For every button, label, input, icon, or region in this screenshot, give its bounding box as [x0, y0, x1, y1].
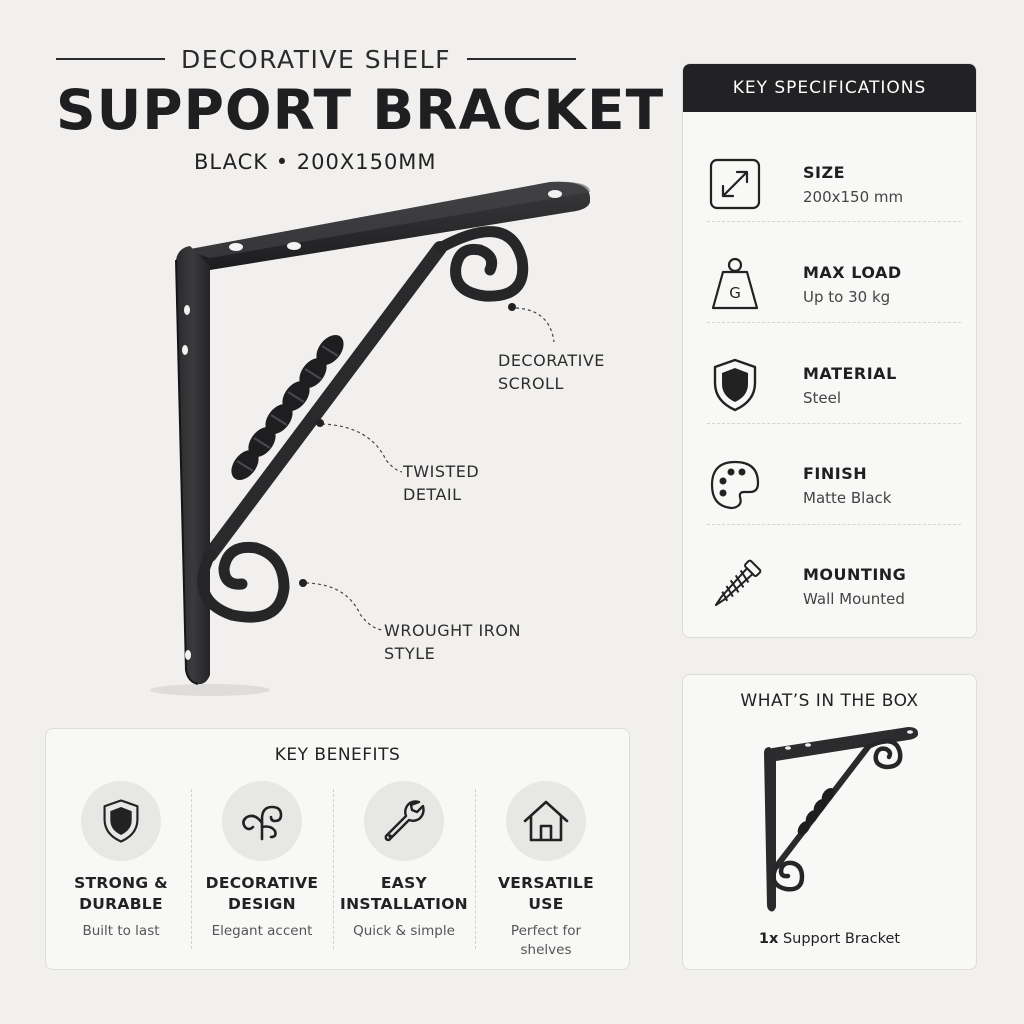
- screw-icon: [707, 558, 763, 614]
- benefit-strong-durable: STRONG &DURABLE Built to last: [50, 781, 192, 961]
- spec-divider: [707, 423, 961, 424]
- spec-value: Matte Black: [803, 488, 892, 507]
- spec-divider: [707, 221, 961, 222]
- benefit-subtitle: Elegant accent: [211, 923, 313, 939]
- product-title: SUPPORT BRACKET: [56, 78, 665, 142]
- subtitle-row: DECORATIVE SHELF: [56, 44, 576, 74]
- palette-icon: [707, 457, 763, 513]
- box-item-name: Support Bracket: [782, 931, 901, 947]
- divider-right: [466, 58, 576, 60]
- box-title: WHAT’S IN THE BOX: [740, 691, 919, 711]
- home-icon: [506, 781, 586, 861]
- benefit-title: STRONG &DURABLE: [74, 874, 168, 913]
- shield-icon: [81, 781, 161, 861]
- specifications-title: KEY SPECIFICATIONS: [683, 64, 976, 112]
- spec-row-mounting: MOUNTING Wall Mounted: [707, 536, 961, 636]
- spec-label: SIZE: [803, 162, 846, 182]
- callout-line: WROUGHT IRON: [384, 621, 521, 640]
- benefits-title: KEY BENEFITS: [274, 745, 401, 765]
- spec-row-material: MATERIAL Steel: [707, 335, 961, 435]
- wrench-icon: [364, 781, 444, 861]
- divider-left: [56, 58, 166, 60]
- spec-label: MOUNTING: [803, 564, 907, 584]
- spec-value: Up to 30 kg: [803, 287, 891, 306]
- spec-row-max-load: G MAX LOAD Up to 30 kg: [707, 234, 961, 334]
- spec-label: MAX LOAD: [803, 262, 902, 282]
- callout-line: STYLE: [384, 644, 436, 663]
- benefit-subtitle: Quick & simple: [353, 923, 455, 939]
- specifications-card: KEY SPECIFICATIONS SIZE 200x150 mm G MAX…: [682, 63, 977, 638]
- benefit-subtitle: Built to last: [82, 923, 160, 939]
- benefit-separator: [333, 789, 334, 949]
- benefits-card: KEY BENEFITS STRONG &DURABLE Built to la…: [45, 728, 630, 970]
- callout-line: SCROLL: [498, 374, 564, 393]
- spec-label: FINISH: [803, 463, 868, 483]
- callout-line: TWISTED: [403, 462, 480, 481]
- box-contents-card: WHAT’S IN THE BOX 1x Support Bracket: [682, 674, 977, 970]
- spec-value: 200x150 mm: [803, 187, 904, 206]
- subtitle: DECORATIVE SHELF: [181, 44, 451, 74]
- spec-row-size: SIZE 200x150 mm: [707, 134, 961, 234]
- spec-label: MATERIAL: [803, 363, 897, 383]
- shield-icon: [707, 357, 763, 413]
- spec-divider: [707, 524, 961, 525]
- weight-icon: G: [707, 256, 763, 312]
- benefit-separator: [191, 789, 192, 949]
- resize-icon: [707, 156, 763, 212]
- callout-twisted-detail: TWISTED DETAIL: [403, 460, 479, 506]
- callout-wrought-iron: WROUGHT IRON STYLE: [384, 619, 521, 665]
- spec-value: Steel: [803, 388, 842, 407]
- spec-value: Wall Mounted: [803, 589, 905, 608]
- svg-text:G: G: [729, 284, 741, 302]
- benefit-separator: [475, 789, 476, 949]
- callout-line: DETAIL: [403, 485, 462, 504]
- product-variant: BLACK • 200X150MM: [194, 150, 437, 174]
- callout-line: DECORATIVE: [498, 351, 605, 370]
- box-quantity: 1x: [758, 931, 779, 947]
- spec-row-finish: FINISH Matte Black: [707, 435, 961, 535]
- scroll-icon: [222, 781, 302, 861]
- box-item-line: 1x Support Bracket: [683, 931, 976, 947]
- spec-divider: [707, 322, 961, 323]
- bracket-thumbnail: [764, 727, 918, 912]
- bracket-illustration: [150, 181, 590, 696]
- callout-decorative-scroll: DECORATIVE SCROLL: [498, 349, 605, 395]
